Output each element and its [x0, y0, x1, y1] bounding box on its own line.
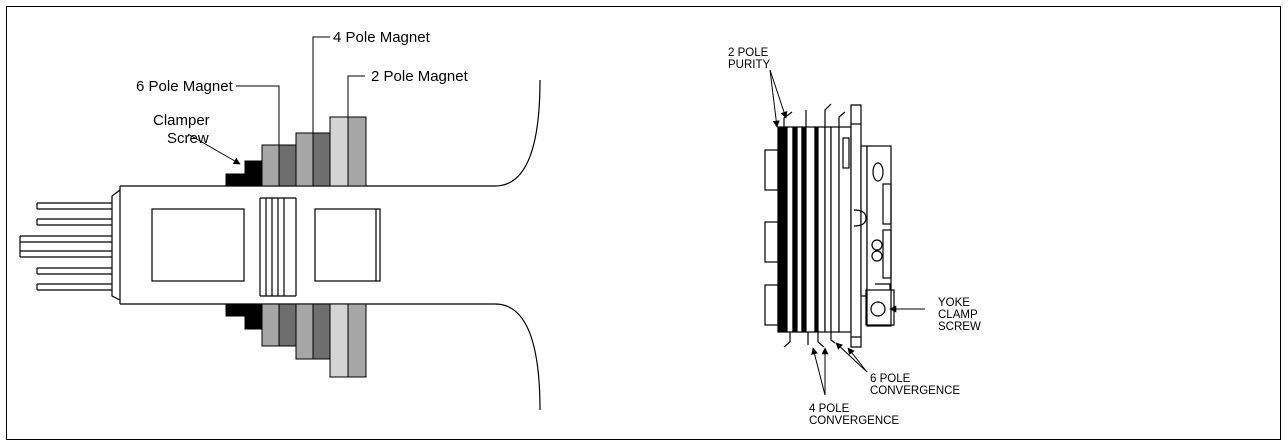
neck-body: [119, 185, 366, 305]
internal-electrode-right: [314, 208, 381, 282]
label-4-pole: 4 POLE: [809, 403, 850, 415]
label-clamp: CLAMP: [938, 309, 978, 321]
six-pole-ring-a: [261, 144, 280, 187]
figure-frame: [6, 6, 1281, 440]
internal-electrode-left: [151, 208, 245, 282]
crt-funnel-top: [366, 79, 541, 187]
neck-assembly-diagram: [19, 79, 541, 411]
four-pole-ring-b: [312, 132, 331, 187]
leader-6-pole-a: [835, 342, 868, 373]
leader-2-pole: [347, 75, 365, 117]
label-clamper: Clamper: [153, 112, 210, 129]
clamper-screw-block: [225, 173, 247, 187]
internal-grid-lines: [259, 197, 297, 297]
label-6-pole: 6 POLE: [870, 373, 911, 385]
clamper-ring: [244, 160, 263, 187]
yoke-assembly-diagram: [764, 103, 895, 348]
label-screw: Screw: [167, 130, 209, 147]
yoke-clamp-screw-head: [870, 301, 886, 317]
purity-ring-black: [777, 126, 788, 333]
magnet-rings-top: [225, 116, 367, 187]
socket-pins: [19, 202, 112, 291]
label-4-pole-magnet: 4 Pole Magnet: [333, 29, 431, 46]
two-pole-ring-b: [347, 116, 367, 187]
label-2-pole-magnet: 2 Pole Magnet: [371, 68, 469, 85]
six-pole-ring-b: [278, 144, 297, 187]
leader-purity-b: [769, 69, 780, 128]
two-pole-ring-a: [329, 116, 349, 187]
leader-4-pole: [312, 36, 330, 133]
socket-base: [111, 189, 121, 301]
label-6-pole-magnet: 6 Pole Magnet: [136, 78, 234, 95]
leader-6-pole: [236, 85, 280, 145]
leader-4-pole-a: [811, 347, 826, 396]
leader-6-pole-b: [847, 347, 868, 373]
label-purity: PURITY: [728, 59, 771, 71]
label-screw-right: SCREW: [938, 321, 981, 333]
four-pole-ring-a: [295, 132, 314, 187]
label-2-pole: 2 POLE: [728, 47, 769, 59]
leader-clamper: [187, 133, 241, 165]
label-6-pole-convergence: CONVERGENCE: [870, 385, 960, 397]
leader-purity-a: [769, 69, 788, 119]
label-yoke: YOKE: [938, 297, 970, 309]
label-4-pole-convergence: CONVERGENCE: [809, 415, 899, 427]
crt-funnel-bottom: [366, 303, 541, 411]
magnet-rings-bottom: [225, 303, 367, 378]
